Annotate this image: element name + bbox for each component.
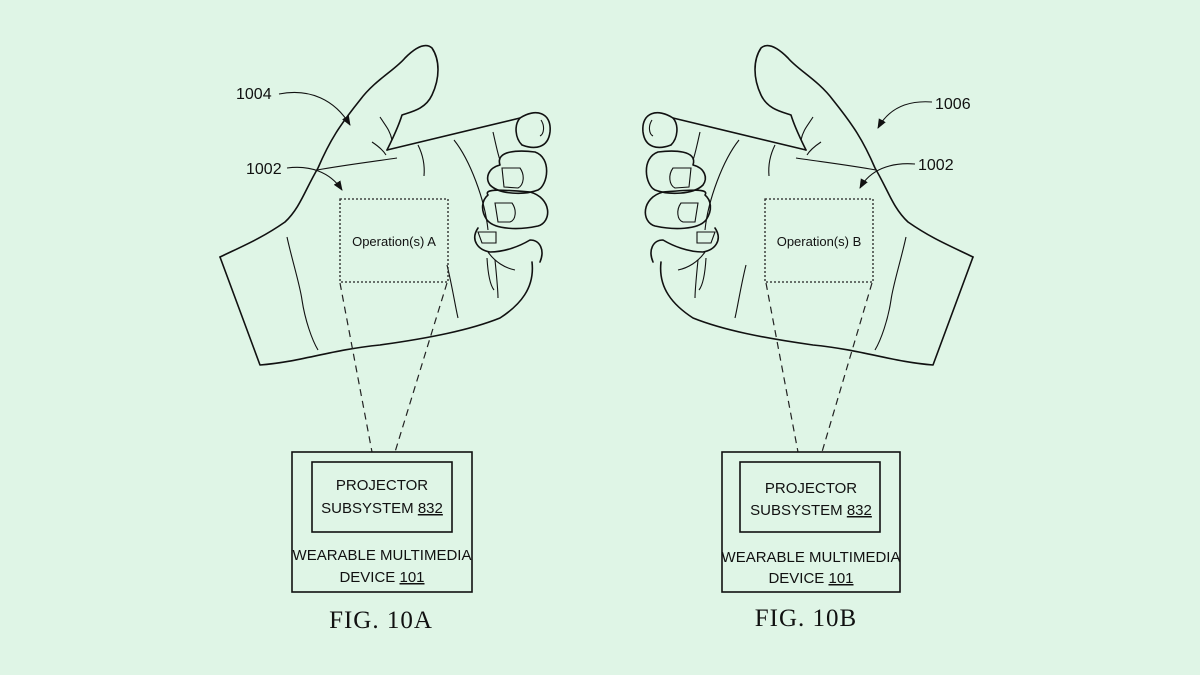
right-hand-drawing xyxy=(642,44,974,366)
figure-caption-10b: FIG. 10B xyxy=(755,605,857,632)
projection-area-b xyxy=(764,198,874,283)
device-label: WEARABLE MULTIMEDIA xyxy=(293,547,472,564)
projector-label: PROJECTOR xyxy=(336,477,428,494)
figure-caption-10a: FIG. 10A xyxy=(329,607,433,634)
device-number-label: DEVICE 101 xyxy=(339,569,424,586)
ref-label-1006: 1006 xyxy=(935,96,971,113)
ref-label-1004: 1004 xyxy=(236,86,272,103)
device-label-b: WEARABLE MULTIMEDIA xyxy=(722,549,901,566)
ref-arrow-1006 xyxy=(877,101,933,129)
figure-10b xyxy=(642,44,974,593)
projector-subsystem-box-b xyxy=(739,461,881,533)
figure-10a xyxy=(219,44,551,593)
projector-subsystem-box xyxy=(311,461,453,533)
ref-arrow-1004 xyxy=(278,91,351,126)
device-number-label-b: DEVICE 101 xyxy=(768,570,853,587)
ref-label-1002b: 1002 xyxy=(918,157,954,174)
ref-arrow-1002b xyxy=(859,163,916,189)
wearable-device-box-b xyxy=(721,451,901,593)
ref-label-1002: 1002 xyxy=(246,161,282,178)
operations-b-label: Operation(s) B xyxy=(777,234,862,249)
subsystem-label-b: SUBSYSTEM 832 xyxy=(750,502,872,519)
wearable-device-box xyxy=(291,451,473,593)
projection-area xyxy=(339,198,449,283)
subsystem-label: SUBSYSTEM 832 xyxy=(321,500,443,517)
ref-arrow-1002 xyxy=(286,166,343,191)
projector-label-b: PROJECTOR xyxy=(765,480,857,497)
operations-a-label: Operation(s) A xyxy=(352,234,436,249)
